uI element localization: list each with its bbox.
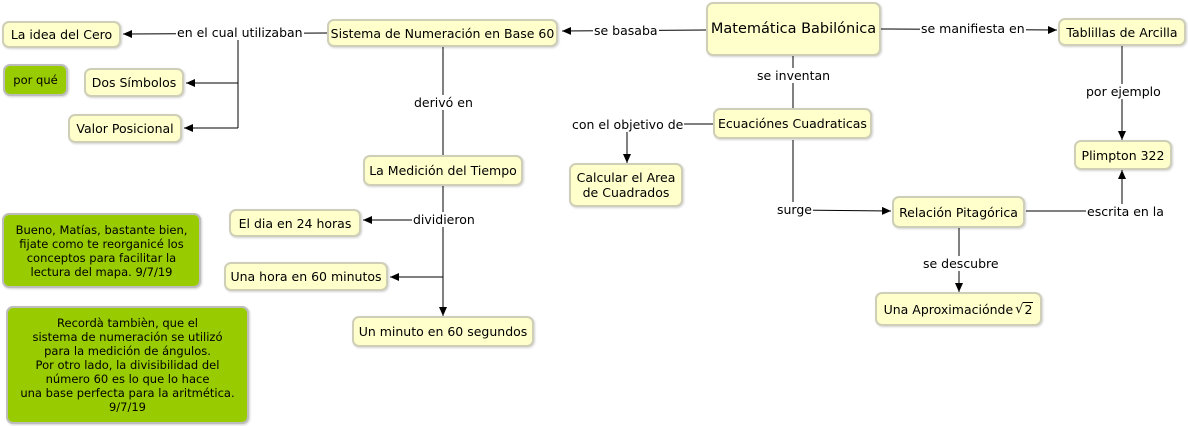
link-label-derivo-en: derivó en (413, 95, 474, 110)
sqrt-argument: 2 (1023, 301, 1034, 317)
concept-matematica-babilonica[interactable]: Matemática Babilónica (706, 2, 881, 56)
radical-sign-icon: √ (1015, 301, 1024, 317)
link-label-se-manifiesta-en: se manifiesta en (920, 21, 1026, 36)
concept-dia-24-horas[interactable]: El dia en 24 horas (229, 209, 361, 237)
concept-minuto-60-segundos[interactable]: Un minuto en 60 segundos (352, 316, 534, 347)
concept-idea-del-cero[interactable]: La idea del Cero (2, 21, 121, 48)
link-label-se-inventan: se inventan (756, 68, 832, 83)
concept-ecuaciones-cuadraticas[interactable]: Ecuaciónes Cuadraticas (713, 108, 872, 139)
link-label-escrita-en-la: escrita en la (1086, 204, 1165, 219)
aproximacion-label: Una Aproximaciónde (883, 301, 1014, 317)
note-bueno-matias[interactable]: Bueno, Matías, bastante bien, fijate com… (2, 213, 201, 288)
concept-medicion-del-tiempo[interactable]: La Medición del Tiempo (363, 155, 523, 186)
concept-relacion-pitagorica[interactable]: Relación Pitagórica (892, 196, 1025, 228)
note-por-que[interactable]: por qué (3, 64, 68, 96)
link-label-se-basaba: se basaba (593, 23, 659, 38)
link-label-en-el-cual-utilizaban: en el cual utilizaban (176, 25, 304, 40)
link-label-dividieron: dividieron (412, 212, 476, 227)
concept-dos-simbolos[interactable]: Dos Símbolos (84, 68, 184, 97)
note-recorda-tambien[interactable]: Recordà tambièn, que el sistema de numer… (6, 306, 249, 424)
concept-base-60[interactable]: Sistema de Numeración en Base 60 (327, 19, 558, 47)
concept-valor-posicional[interactable]: Valor Posicional (68, 114, 182, 143)
link-label-por-ejemplo: por ejemplo (1085, 84, 1162, 99)
concept-tablillas-de-arcilla[interactable]: Tablillas de Arcilla (1058, 18, 1186, 46)
link-label-surge: surge (776, 202, 813, 217)
concept-plimpton-322[interactable]: Plimpton 322 (1074, 140, 1172, 170)
link-label-se-descubre: se descubre (922, 256, 1000, 271)
link-label-con-el-objetivo-de: con el objetivo de (571, 117, 685, 132)
concept-calcular-area[interactable]: Calcular el Area de Cuadrados (569, 163, 683, 207)
concept-aproximacion-raiz-2[interactable]: Una Aproximaciónde √2 (875, 292, 1042, 326)
concept-hora-60-minutos[interactable]: Una hora en 60 minutos (224, 262, 388, 291)
sqrt-symbol: √2 (1015, 301, 1034, 317)
